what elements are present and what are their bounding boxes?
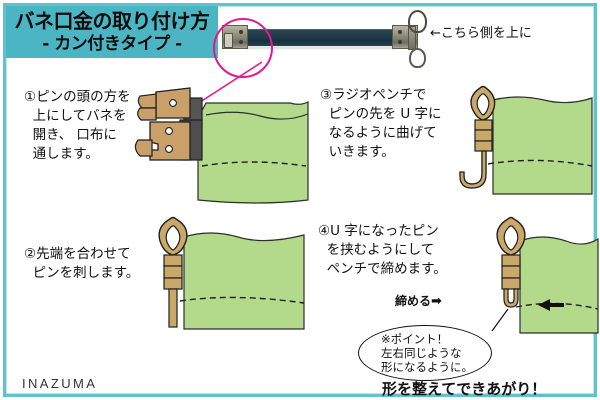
fabric-fold-line bbox=[205, 111, 309, 120]
point-callout-text: ※ポイント！ 左右同じような 形になるように。 bbox=[381, 332, 473, 374]
pin-loop-inner bbox=[503, 225, 519, 251]
photo-shadow bbox=[246, 46, 396, 49]
tighten-annotation: 締める➡ bbox=[395, 292, 442, 309]
stitch-dashed-line bbox=[179, 296, 305, 304]
pin-barrel-segment bbox=[163, 265, 183, 279]
tighten-arrow-icon: ➡ bbox=[431, 294, 442, 309]
pin-barrel-segment bbox=[501, 277, 521, 290]
title-banner: バネ口金の取り付け方 - カン付きタイプ - bbox=[6, 6, 218, 58]
finger-icon bbox=[137, 93, 157, 109]
photo-orientation-note: ←こちら側を上に bbox=[430, 26, 532, 41]
plate-hole-icon bbox=[165, 145, 173, 153]
pin-straight-shaft bbox=[168, 288, 178, 328]
step-3-drawing bbox=[459, 85, 593, 195]
stitch-dashed-line bbox=[201, 161, 307, 167]
step-1-text: ①ピンの頭の方を 上にしてバネを 開き、 口布に 通します。 bbox=[24, 89, 131, 162]
fabric-piece bbox=[183, 232, 305, 330]
pin-u-clamp bbox=[503, 288, 519, 308]
callout-leader-line bbox=[491, 308, 509, 332]
pin-barrel-segment bbox=[501, 265, 521, 279]
pin-barrel-segment bbox=[163, 254, 183, 267]
tighten-label-text: 締める bbox=[395, 294, 432, 308]
rivet-icon bbox=[398, 30, 402, 34]
step-3-text: ③ラジオペンチで ピンの先を U 字に なるように曲げて いきます。 bbox=[320, 87, 442, 160]
step-4-text: ④U 字になったピン を挟むようにして ペンチで締めます。 bbox=[318, 223, 447, 277]
step-4-drawing bbox=[491, 216, 599, 334]
step-3-illustration bbox=[458, 82, 598, 202]
stitch-dashed-line bbox=[487, 159, 593, 167]
step-2-illustration bbox=[148, 215, 308, 335]
finish-message: 形を整えてできあがり！ bbox=[382, 380, 547, 398]
step-2-drawing bbox=[158, 216, 305, 330]
pin-loop-inner bbox=[165, 225, 181, 251]
pin-barrel-segment bbox=[474, 129, 493, 142]
pin-barrel-segment bbox=[163, 277, 183, 290]
pin-loop-inner bbox=[476, 93, 490, 116]
step-1-drawing bbox=[134, 87, 309, 204]
press-arrow-icon bbox=[538, 299, 564, 311]
plate-hole-icon bbox=[165, 127, 173, 135]
clasp-ring-lower-icon bbox=[409, 48, 426, 68]
clasp-ring-icon bbox=[408, 10, 427, 33]
step-4-illustration bbox=[488, 215, 600, 340]
pin-barrel-segment bbox=[501, 254, 521, 267]
pin-barrel-segment bbox=[474, 140, 493, 152]
plate-hole-icon bbox=[169, 99, 177, 107]
rivet-icon bbox=[398, 40, 402, 44]
brand-logo: INAZUMA bbox=[22, 376, 98, 391]
fabric-piece bbox=[492, 96, 593, 195]
title-line-1: バネ口金の取り付け方 bbox=[14, 9, 211, 33]
step-2-text: ②先端を合わせて ピンを刺します。 bbox=[24, 246, 140, 281]
thumb-icon bbox=[134, 139, 153, 157]
fabric-piece bbox=[197, 101, 309, 204]
point-callout-bubble: ※ポイント！ 左右同じような 形になるように。 bbox=[358, 325, 492, 381]
clasp-bar bbox=[246, 29, 396, 46]
step-1-illustration bbox=[134, 78, 310, 208]
highlight-circle bbox=[213, 18, 273, 78]
finger-icon bbox=[137, 107, 157, 121]
fabric-piece bbox=[519, 236, 599, 334]
pin-shaft-bent-outline bbox=[463, 151, 483, 185]
pin-bent-shaft bbox=[459, 150, 487, 189]
title-line-2: - カン付きタイプ - bbox=[42, 34, 182, 54]
pin-barrel-segment bbox=[474, 119, 493, 131]
